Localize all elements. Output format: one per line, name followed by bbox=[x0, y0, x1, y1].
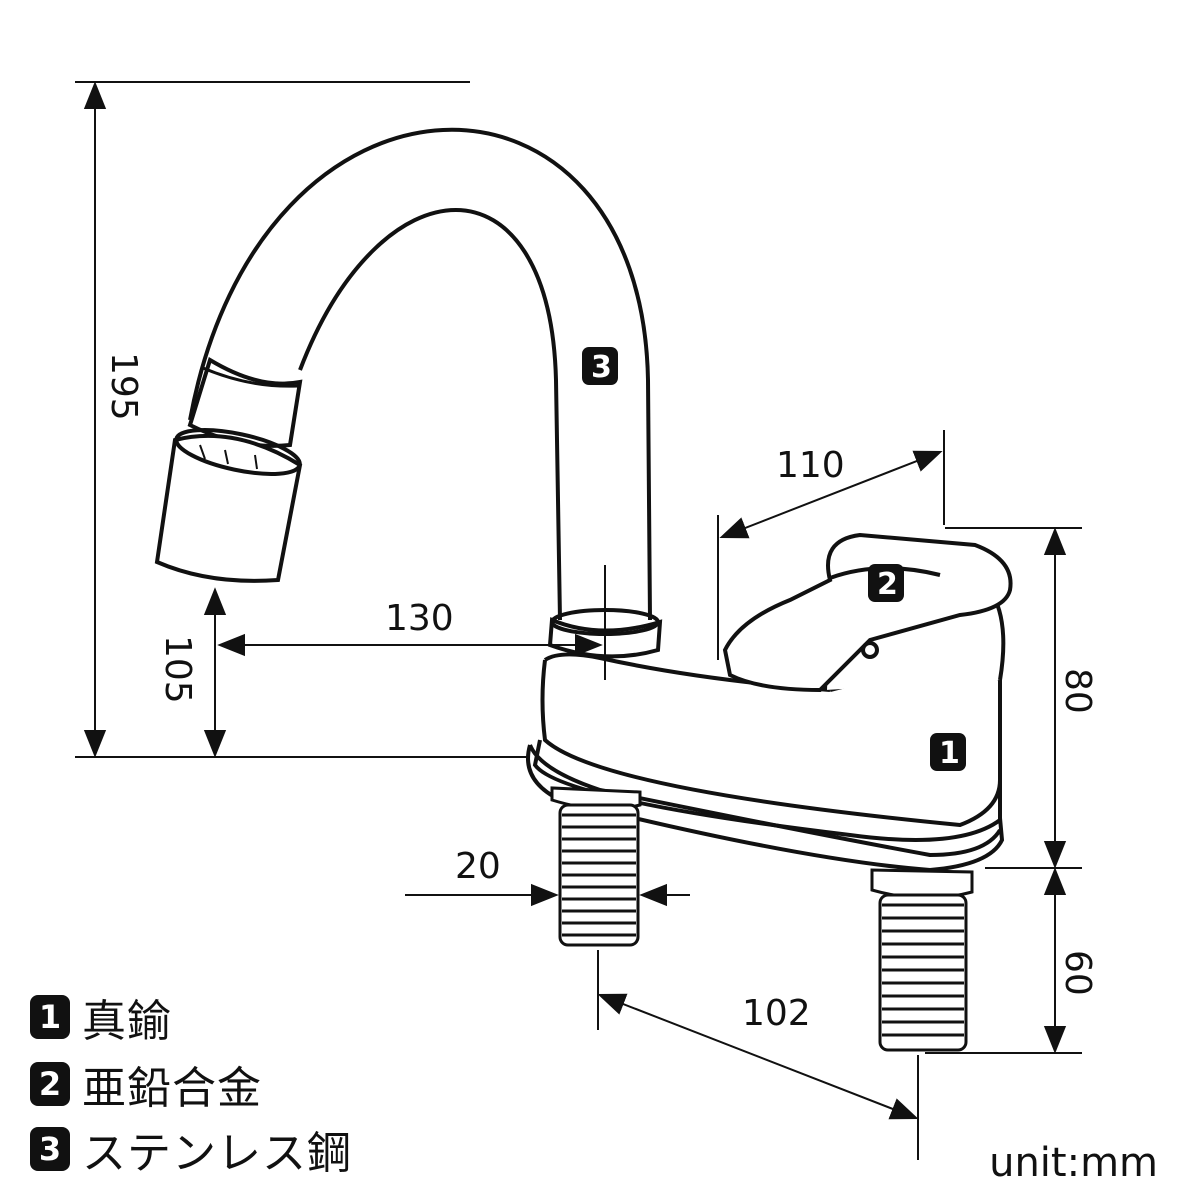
dimension-lines bbox=[75, 81, 1082, 1160]
dim-110: 110 bbox=[776, 445, 845, 486]
legend-label: ステンレス鋼 bbox=[82, 1128, 352, 1179]
dim-60: 60 bbox=[1057, 950, 1098, 996]
dim-20: 20 bbox=[455, 846, 501, 887]
dim-80: 80 bbox=[1057, 668, 1098, 714]
spout bbox=[154, 128, 663, 659]
callout-handle: 2 bbox=[868, 564, 904, 602]
legend-item-stainless-steel: 3 ステンレス鋼 bbox=[30, 1117, 352, 1181]
dim-195: 195 bbox=[103, 352, 144, 421]
legend-label: 亜鉛合金 bbox=[82, 1063, 262, 1114]
legend-item-zinc-alloy: 2 亜鉛合金 bbox=[30, 1052, 262, 1116]
left-shank bbox=[550, 786, 642, 947]
right-shank bbox=[870, 868, 974, 1052]
callout-body-number: 1 bbox=[939, 736, 960, 771]
legend-item-brass: 1 真鍮 bbox=[30, 985, 172, 1049]
legend-number: 1 bbox=[30, 995, 70, 1039]
dim-105: 105 bbox=[157, 635, 198, 704]
callout-spout-number: 3 bbox=[591, 350, 612, 385]
legend-number: 2 bbox=[30, 1062, 70, 1106]
callout-body: 1 bbox=[930, 733, 966, 771]
legend-label: 真鍮 bbox=[82, 996, 172, 1047]
callout-spout: 3 bbox=[582, 347, 618, 385]
callout-handle-number: 2 bbox=[877, 567, 898, 602]
dim-130: 130 bbox=[385, 598, 454, 639]
unit-label: unit:mm bbox=[989, 1140, 1158, 1186]
dim-102: 102 bbox=[742, 993, 811, 1034]
legend-number: 3 bbox=[30, 1127, 70, 1171]
